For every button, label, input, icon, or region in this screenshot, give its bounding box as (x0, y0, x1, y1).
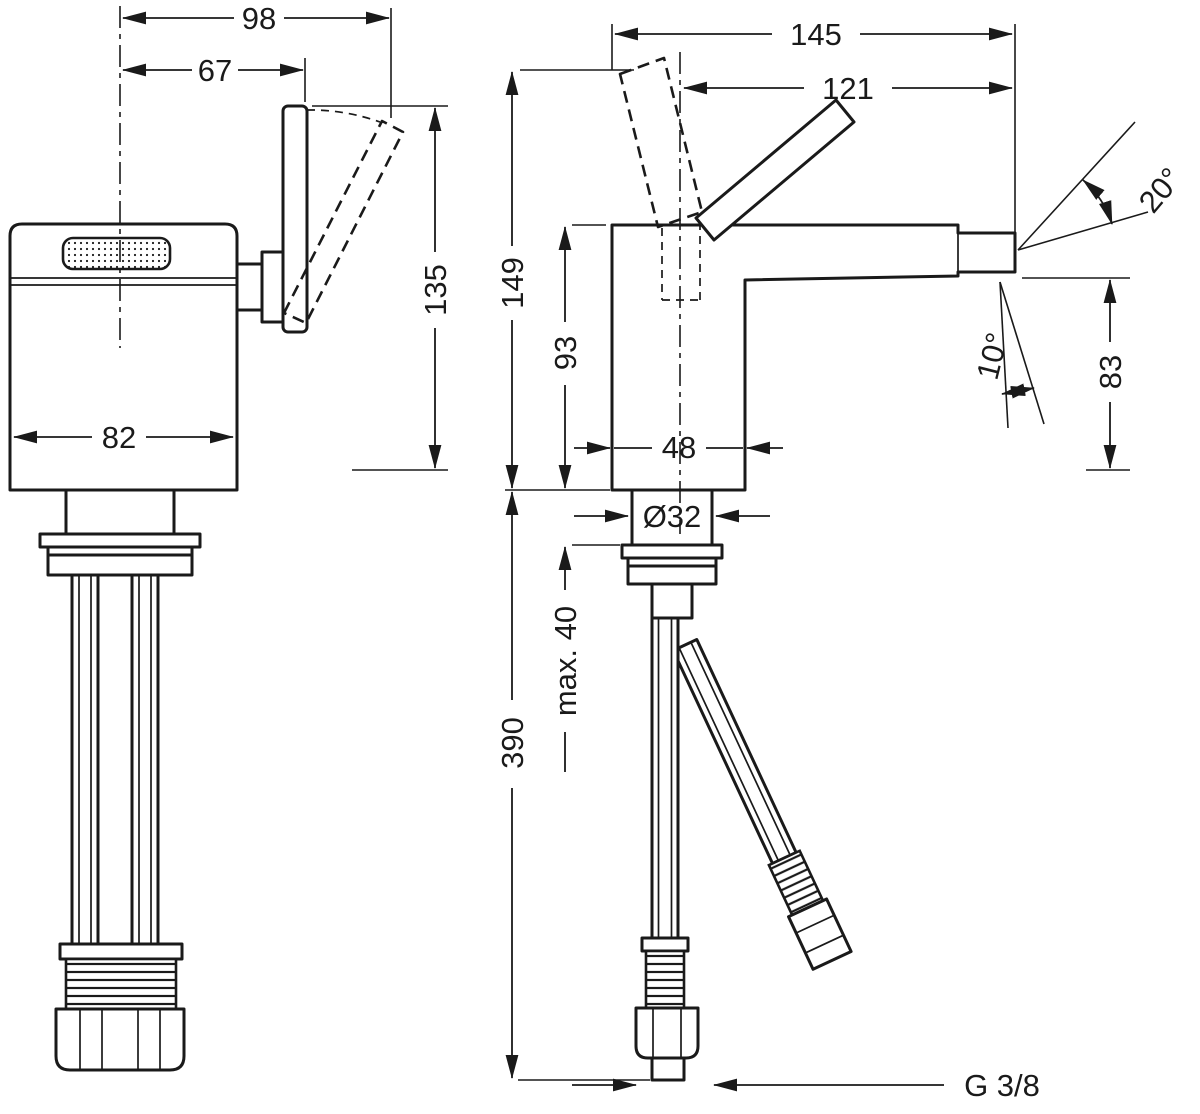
dim-82: 82 (13, 420, 234, 455)
dim-48-label: 48 (662, 430, 696, 465)
front-flange-plate (38, 532, 202, 549)
dim-149-label: 149 (495, 257, 530, 309)
side-handle-lever-raised (618, 56, 704, 229)
front-handle-hub-outer (260, 250, 285, 324)
dim-82-label: 82 (102, 420, 136, 455)
side-handle-phantom (618, 56, 704, 301)
dim-83: 83 (1022, 277, 1130, 471)
dim-angle-10-label: 10° (970, 329, 1015, 383)
front-mounting-neck (64, 488, 176, 536)
front-connector-ring (58, 942, 184, 961)
dim-angle-10: 10° (970, 281, 1045, 429)
front-view: 98 67 135 82 (8, 1, 453, 1072)
dim-67: 67 (122, 53, 306, 102)
side-angled-connection-nut (787, 897, 853, 971)
side-connection-nut (634, 1006, 700, 1060)
front-body-outline (8, 222, 239, 492)
front-handle-lever (281, 104, 309, 334)
dim-135: 135 (312, 105, 453, 471)
dim-145-label: 145 (790, 17, 842, 52)
dim-angle-20: 20° (1017, 121, 1189, 251)
front-faucet-body (8, 222, 239, 492)
front-handle-hub-inner (235, 262, 264, 312)
front-underdeck-assembly (38, 488, 202, 1072)
front-handle-rotation-arc (306, 109, 381, 123)
side-body-outline (610, 223, 1017, 492)
front-corrugated-section (64, 957, 178, 1011)
dim-thread-g38-label: G 3/8 (964, 1068, 1040, 1103)
dim-149: 149 (495, 69, 634, 489)
dim-diameter-32-label: Ø32 (643, 499, 702, 534)
front-hose-left (70, 573, 100, 947)
front-handle (235, 104, 309, 334)
side-hose-vertical (650, 616, 680, 947)
dim-98-label: 98 (242, 1, 276, 36)
front-connection-nut (54, 1007, 186, 1072)
side-faucet-body (505, 223, 1017, 492)
side-connector-ring (640, 936, 690, 953)
dim-angle-20-label: 20° (1132, 161, 1189, 219)
front-aerator-window (61, 236, 172, 271)
dim-48: 48 (574, 430, 783, 465)
side-underdeck-assembly (620, 488, 853, 1082)
dim-93-label: 93 (548, 336, 583, 370)
side-angled-hose (671, 638, 853, 971)
side-hose-manifold (650, 582, 694, 620)
dim-390-label: 390 (495, 717, 530, 769)
dim-121: 121 (683, 71, 1013, 106)
dim-83-label: 83 (1093, 355, 1128, 389)
side-handle-lever (694, 98, 856, 242)
dim-max-40-label: max. 40 (548, 606, 583, 716)
side-flange-plate (620, 543, 724, 560)
dim-thread-g38: G 3/8 (572, 1068, 1040, 1103)
side-view: 145 121 149 93 48 (495, 17, 1189, 1103)
front-handle-rotated-phantom (282, 109, 405, 325)
side-mounting-nut (626, 564, 718, 586)
side-thread-tip (650, 1056, 686, 1082)
dim-390: 390 (495, 491, 650, 1081)
dim-145: 145 (611, 17, 1016, 236)
dim-diameter-32: Ø32 (574, 499, 770, 534)
front-handle-lever-rotated (282, 119, 405, 325)
front-hose-right (130, 573, 160, 947)
front-mounting-nut (46, 553, 194, 577)
dim-135-label: 135 (418, 264, 453, 316)
dim-max-40: max. 40 (548, 544, 620, 772)
dim-67-label: 67 (198, 53, 232, 88)
side-handle (694, 98, 856, 242)
dim-121-label: 121 (822, 71, 874, 106)
dim-98: 98 (122, 1, 392, 118)
side-corrugated-section (644, 949, 686, 1010)
dim-93: 93 (548, 224, 606, 489)
